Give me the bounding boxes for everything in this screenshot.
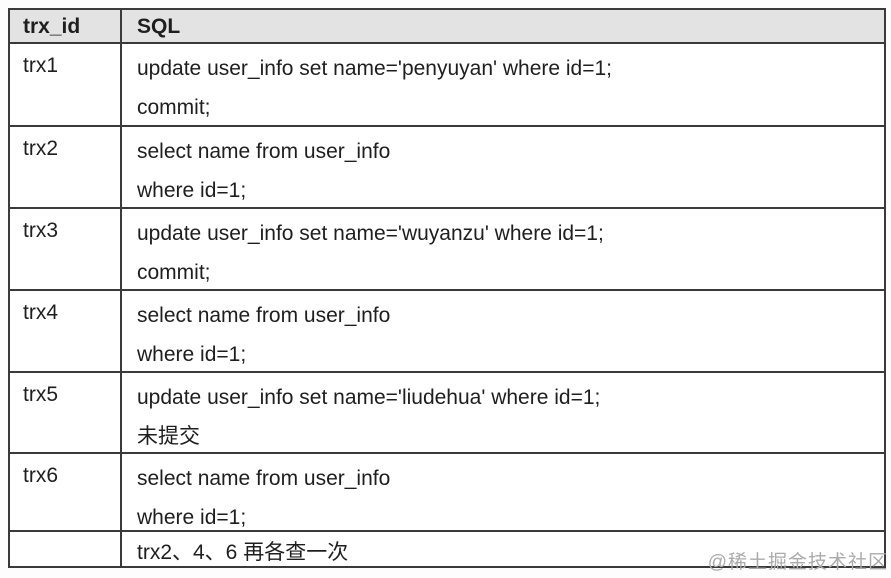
table-row: trx2 select name from user_info where id… (10, 125, 884, 207)
sql-line: where id=1; (137, 179, 247, 202)
sql-line: select name from user_info (137, 467, 391, 490)
sql-line: select name from user_info (137, 140, 391, 163)
table-header-row: trx_id SQL (10, 10, 884, 42)
trx-id-cell: trx2 (10, 127, 122, 207)
header-cell-sql: SQL (137, 15, 181, 38)
trx-id-cell: trx4 (10, 291, 122, 371)
trx-id-value: trx2 (23, 137, 59, 160)
trx-id-cell: trx5 (10, 373, 122, 452)
trx-id-value: trx5 (23, 383, 59, 406)
sql-line: update user_info set name='penyuyan' whe… (137, 57, 613, 80)
sql-cell: update user_info set name='wuyanzu' wher… (122, 209, 884, 289)
trx-id-value: trx6 (23, 464, 59, 487)
trx-id-value: trx4 (23, 301, 59, 324)
sql-line: select name from user_info (137, 304, 391, 327)
sql-line: 未提交 (137, 425, 200, 448)
sql-line: trx2、4、6 再各查一次 (137, 541, 349, 564)
sql-cell: select name from user_info where id=1; (122, 454, 884, 530)
trx-id-value: trx1 (23, 54, 59, 77)
sql-line: where id=1; (137, 506, 247, 529)
table-row: trx3 update user_info set name='wuyanzu'… (10, 207, 884, 289)
sql-line: update user_info set name='wuyanzu' wher… (137, 222, 604, 245)
trx-id-value: trx3 (23, 219, 59, 242)
table-row: trx4 select name from user_info where id… (10, 289, 884, 371)
table-row: trx1 update user_info set name='penyuyan… (10, 42, 884, 125)
header-cell-trx-id: trx_id (10, 10, 122, 42)
trx-id-cell: trx3 (10, 209, 122, 289)
sql-cell: trx2、4、6 再各查一次 (122, 532, 884, 566)
transactions-table: trx_id SQL trx1 update user_info set nam… (8, 8, 886, 568)
table-row: trx2、4、6 再各查一次 (10, 530, 884, 566)
sql-line: update user_info set name='liudehua' whe… (137, 386, 601, 409)
table-row: trx6 select name from user_info where id… (10, 452, 884, 530)
table-row: trx5 update user_info set name='liudehua… (10, 371, 884, 452)
sql-line: commit; (137, 96, 211, 119)
sql-cell: update user_info set name='liudehua' whe… (122, 373, 884, 452)
site-watermark: @稀土掘金技术社区 (707, 552, 888, 573)
sql-line: where id=1; (137, 343, 247, 366)
trx-id-cell: trx1 (10, 44, 122, 125)
sql-line: commit; (137, 261, 211, 284)
sql-cell: update user_info set name='penyuyan' whe… (122, 44, 884, 125)
trx-id-cell: trx6 (10, 454, 122, 530)
trx-id-cell (10, 532, 122, 566)
sql-cell: select name from user_info where id=1; (122, 127, 884, 207)
sql-cell: select name from user_info where id=1; (122, 291, 884, 371)
